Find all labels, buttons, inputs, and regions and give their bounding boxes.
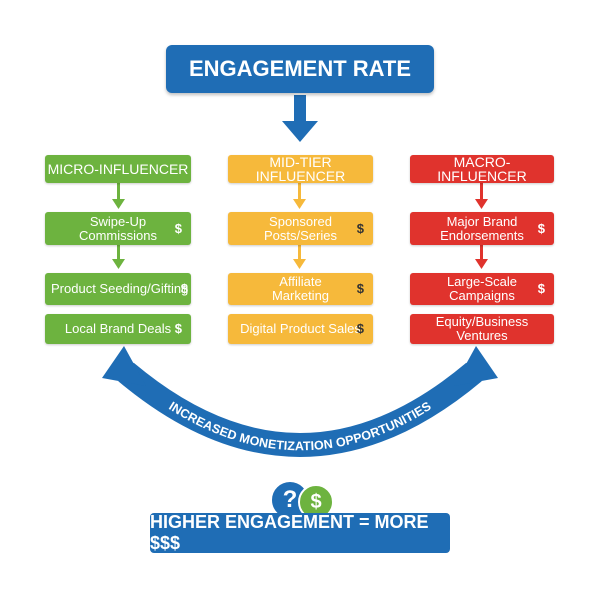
item-label: Major Brand Endorsements — [440, 213, 524, 243]
engagement-rate-title: ENGAGEMENT RATE — [166, 45, 434, 93]
item-label: Swipe-Up Commissions — [78, 213, 157, 243]
large-scale-campaigns-box: Large-Scale Campaigns $ — [410, 273, 554, 305]
higher-engagement-footer: HIGHER ENGAGEMENT = MORE $$$ — [150, 512, 450, 553]
dollar-icon: $ — [356, 321, 364, 336]
macro-influencer-header: MACRO-INFLUENCER — [410, 155, 554, 183]
item-label: Sponsored Posts/Series — [264, 213, 337, 243]
dollar-icon: $ — [537, 281, 545, 296]
title-down-arrow — [282, 95, 318, 142]
dollar-icon: $ — [356, 220, 364, 236]
dollar-icon: $ — [174, 220, 182, 236]
digital-product-sales-box: Digital Product Sales $ — [228, 314, 373, 344]
swipe-up-commissions-box: Swipe-Up Commissions $ — [45, 212, 191, 245]
local-brand-deals-box: Local Brand Deals $ — [45, 314, 191, 344]
item-label: Digital Product Sales — [240, 321, 361, 336]
green-column-arrows — [112, 183, 125, 269]
major-brand-endorsements-box: Major Brand Endorsements $ — [410, 212, 554, 245]
item-label: Local Brand Deals — [64, 321, 172, 336]
product-seeding-box: Product Seeding/Gifting $ — [45, 273, 191, 305]
sponsored-posts-box: Sponsored Posts/Series $ — [228, 212, 373, 245]
item-label: Product Seeding/Gifting — [51, 281, 189, 296]
item-label: Equity/Business Ventures — [435, 314, 529, 343]
equity-business-ventures-box: Equity/Business Ventures — [410, 314, 554, 344]
dollar-icon: $ — [180, 281, 188, 296]
monetization-arc-arrow: INCREASED MONETIZATION OPPORTUNITIES — [102, 346, 498, 457]
mid-tier-influencer-header: MID-TIER INFLUENCER — [228, 155, 373, 183]
yellow-column-arrows — [293, 183, 306, 269]
micro-influencer-header: MICRO-INFLUENCER — [45, 155, 191, 183]
red-column-arrows — [475, 183, 488, 269]
affiliate-marketing-box: Affiliate Marketing $ — [228, 273, 373, 305]
arc-label: INCREASED MONETIZATION OPPORTUNITIES — [166, 399, 433, 453]
item-label: Affiliate Marketing — [271, 274, 330, 303]
item-label: Large-Scale Campaigns — [446, 274, 518, 303]
dollar-icon: $ — [356, 281, 364, 296]
dollar-icon: $ — [174, 321, 182, 336]
dollar-icon: $ — [537, 220, 545, 236]
